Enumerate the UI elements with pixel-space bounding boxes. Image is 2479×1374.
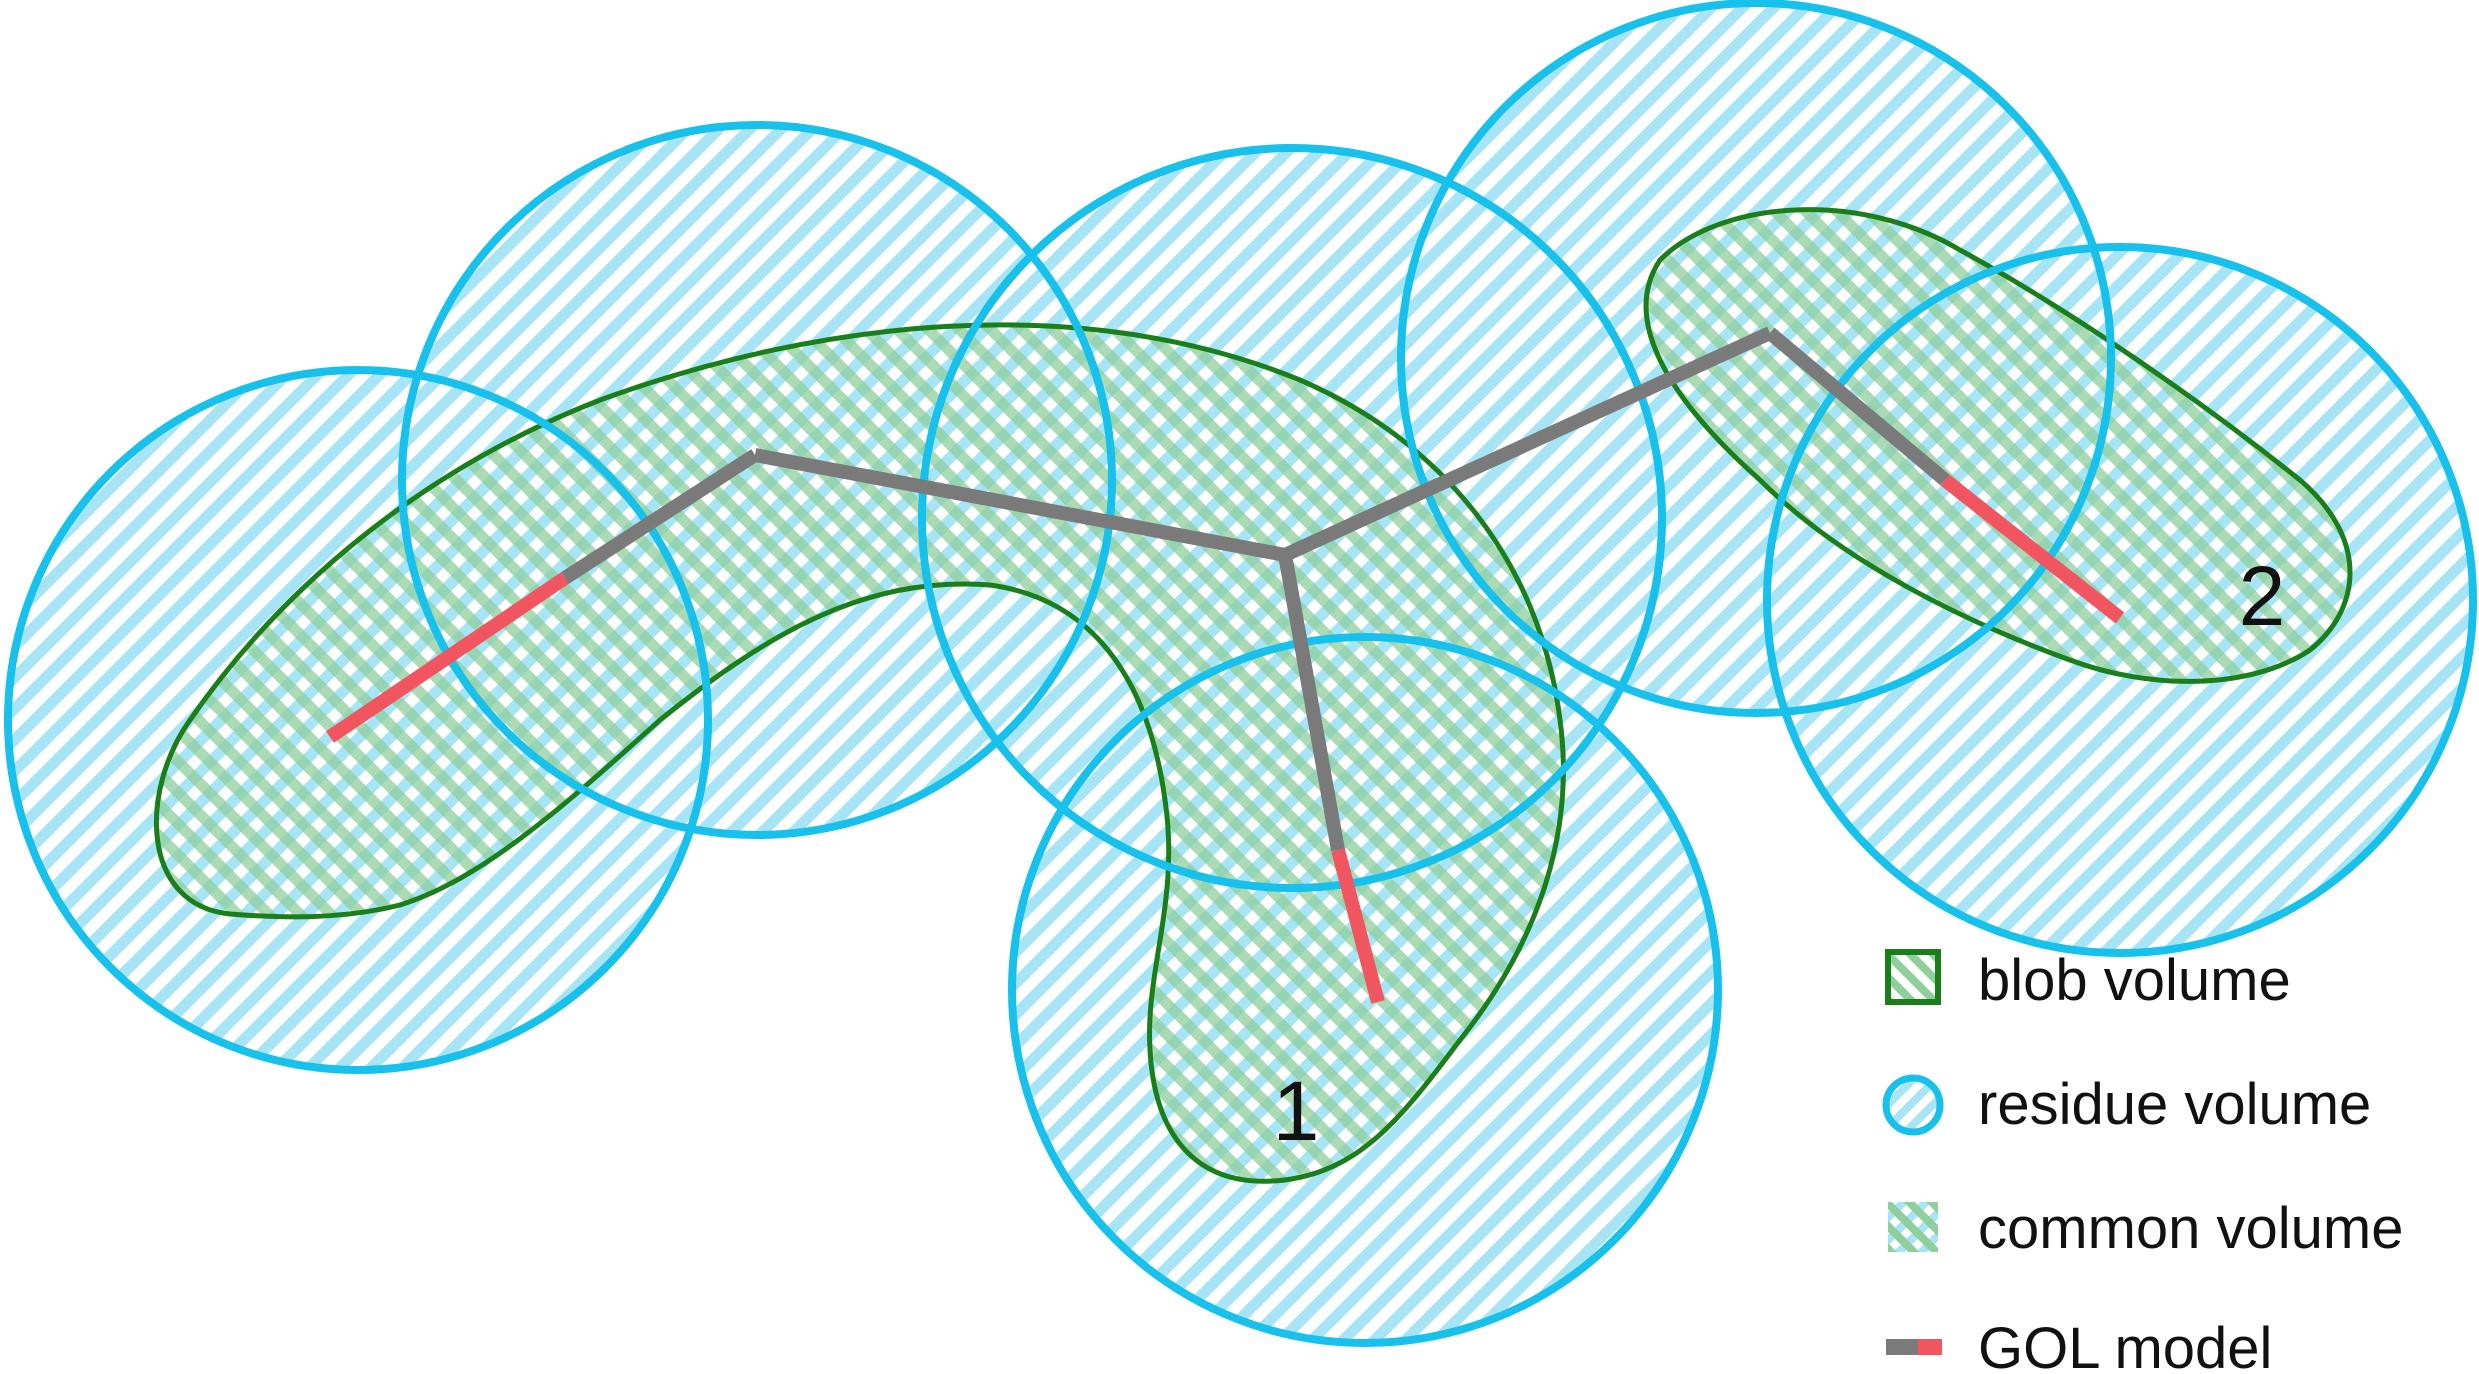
- residue-circle: [1763, 243, 2477, 957]
- residue-volume-swatch-icon: [1882, 1074, 1944, 1136]
- gol-model: [326, 326, 2125, 1004]
- blob-volume-right: [1643, 207, 2353, 684]
- residue-volume-outlines: [4, 0, 2477, 1347]
- common-volume-swatch-icon: [1888, 1202, 1938, 1252]
- gol-model-line-icon: [1886, 1339, 1942, 1355]
- legend-label-gol: GOL model: [1978, 1316, 2272, 1374]
- legend-item-blob: blob volume: [1885, 948, 2291, 1013]
- gol-bond: [1282, 326, 1773, 562]
- residue-circle: [918, 144, 1666, 892]
- gol-bond: [1765, 327, 1950, 486]
- legend-item-residue: residue volume: [1882, 1072, 2371, 1137]
- residue-circle: [1008, 633, 1722, 1347]
- residue-circle: [398, 121, 1116, 839]
- region-label-1: 1: [1273, 1064, 1320, 1158]
- legend-label-blob: blob volume: [1978, 948, 2291, 1013]
- legend-label-residue: residue volume: [1978, 1072, 2371, 1137]
- residue-circle: [1397, 0, 2115, 717]
- gol-bond-terminal: [1940, 474, 2125, 624]
- gol-bond: [561, 449, 759, 584]
- gol-bond-terminal: [1331, 848, 1385, 1004]
- blob-volume-swatch-icon: [1885, 949, 1941, 1005]
- legend-label-common: common volume: [1978, 1196, 2403, 1261]
- residue-circle: [4, 366, 712, 1074]
- gol-bond-terminal: [326, 572, 569, 743]
- gol-bond: [753, 448, 1287, 562]
- gol-bond: [1278, 553, 1345, 852]
- legend-item-common: common volume: [1888, 1196, 2403, 1261]
- legend-item-gol: GOL model: [1886, 1316, 2272, 1374]
- legend: blob volume residue volume common volume: [1882, 948, 2403, 1374]
- region-label-2: 2: [2239, 549, 2286, 643]
